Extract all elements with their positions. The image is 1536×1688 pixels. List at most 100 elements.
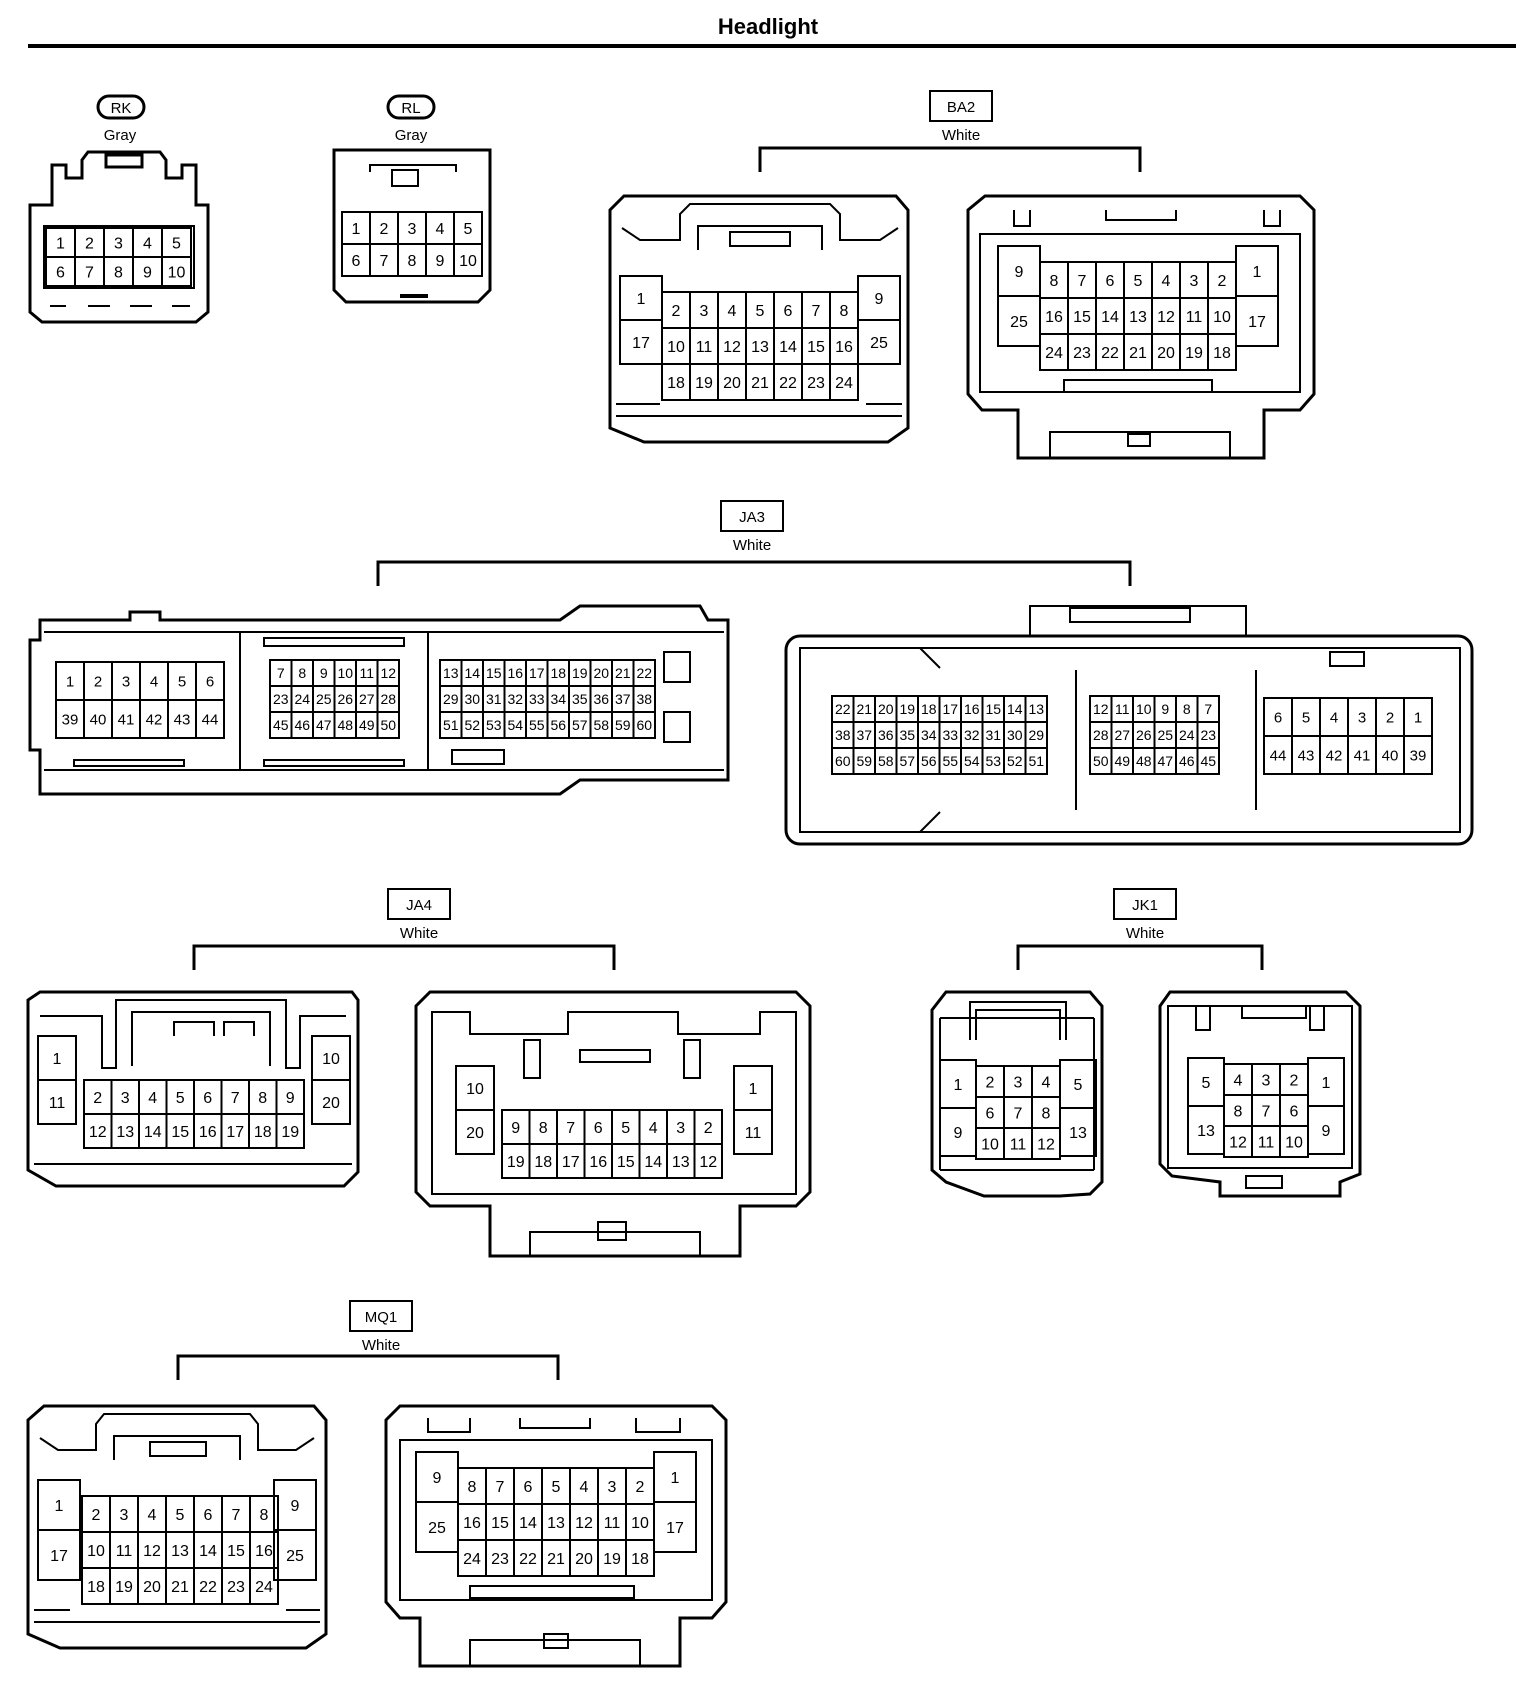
pin-number: 2 [636,1479,645,1496]
pin-number: 8 [298,665,306,681]
pin-number: 1 [954,1077,963,1094]
pin-number: 20 [1157,345,1175,362]
pin-number: 1 [1322,1075,1331,1092]
pin-number: 3 [121,1090,130,1107]
pin-number: 2 [85,235,94,252]
pin-number: 34 [550,691,566,707]
title-rule [28,44,1516,48]
pin-cell [273,1529,317,1581]
pin-number: 57 [899,753,915,769]
pin-number: 10 [87,1543,105,1560]
connector-rl-latch [391,169,419,187]
pin-number: 5 [552,1479,561,1496]
pin-number: 11 [359,665,374,681]
pin-number: 9 [286,1090,295,1107]
pin-number: 18 [667,375,685,392]
pin-number: 32 [964,727,980,743]
pin-number: 19 [572,665,588,681]
pin-cell [619,319,663,365]
pin-number: 10 [322,1051,340,1068]
pin-number: 59 [856,753,872,769]
connector-ja3-code: JA3 [739,509,765,526]
pin-cell [1403,735,1433,775]
pin-number: 28 [1093,727,1109,743]
connector-rl-color: Gray [395,127,428,144]
connector-rl-housing [332,148,492,304]
pin-cell [939,1107,977,1157]
pin-cell [1307,1105,1345,1155]
pin-cell [453,243,483,277]
pin-number: 13 [443,665,459,681]
pin-number: 4 [649,1120,658,1137]
pin-number: 11 [1115,701,1130,717]
pin-number: 6 [56,264,65,281]
pin-number: 3 [700,303,709,320]
connector-ja3-female-housing [784,634,1474,846]
pin-number: 3 [608,1479,617,1496]
pin-number: 11 [49,1095,66,1112]
pin-number: 3 [120,1507,129,1524]
pin-side-column: 19 [939,1059,977,1157]
pin-number: 9 [1015,264,1024,281]
pin-number: 55 [529,717,545,733]
connector-rk-code: RK [111,100,132,117]
pin-cell [733,1109,773,1155]
pin-number: 10 [667,339,685,356]
connector-jk1-code: JK1 [1132,897,1158,914]
pin-number: 17 [562,1154,580,1171]
pin-number: 23 [491,1551,509,1568]
connector-mq1-male-housing [26,1404,328,1650]
pin-number: 13 [1069,1125,1087,1142]
pin-number: 20 [878,701,894,717]
pin-number: 7 [496,1479,505,1496]
pin-number: 15 [617,1154,635,1171]
pin-number: 6 [986,1105,995,1122]
pin-number: 11 [1186,309,1203,326]
pin-number: 4 [728,303,737,320]
pin-number: 2 [92,1507,101,1524]
connector-mq1-pair-bracket [176,1354,560,1380]
connector-jk1-male-housing [930,990,1104,1198]
pin-number: 12 [143,1543,161,1560]
pin-number: 8 [114,264,123,281]
pin-number: 17 [226,1124,244,1141]
pin-number: 49 [359,717,375,733]
pin-number: 1 [637,291,646,308]
pin-number: 2 [704,1120,713,1137]
pin-number: 2 [93,1090,102,1107]
pin-cell [1187,1105,1225,1155]
pin-number: 8 [539,1120,548,1137]
pin-number: 25 [1010,314,1028,331]
pin-number: 27 [359,691,375,707]
pin-number: 46 [1179,753,1195,769]
pin-cell [653,1501,697,1553]
pin-side-column: 513 [1187,1057,1225,1155]
pin-side-column: 513 [1059,1059,1097,1157]
pin-number: 12 [89,1124,107,1141]
pin-number: 41 [1354,747,1371,764]
pin-cell [1196,747,1220,775]
pin-number: 23 [273,691,289,707]
pin-number: 60 [835,753,851,769]
connector-ba2-color: White [942,127,980,144]
pin-number: 8 [258,1090,267,1107]
pin-number: 12 [380,665,396,681]
pin-number: 8 [1183,701,1191,717]
pin-number: 9 [143,264,152,281]
pin-number: 23 [807,375,825,392]
pin-number: 6 [204,1507,213,1524]
pin-number: 22 [1101,345,1119,362]
connector-jk1-color: White [1126,925,1164,942]
pin-number: 37 [856,727,872,743]
pin-number: 20 [593,665,609,681]
pin-number: 39 [62,711,79,728]
pin-number: 11 [1010,1136,1027,1153]
pin-number: 12 [575,1515,593,1532]
pin-number: 25 [286,1548,304,1565]
pin-number: 11 [696,339,713,356]
